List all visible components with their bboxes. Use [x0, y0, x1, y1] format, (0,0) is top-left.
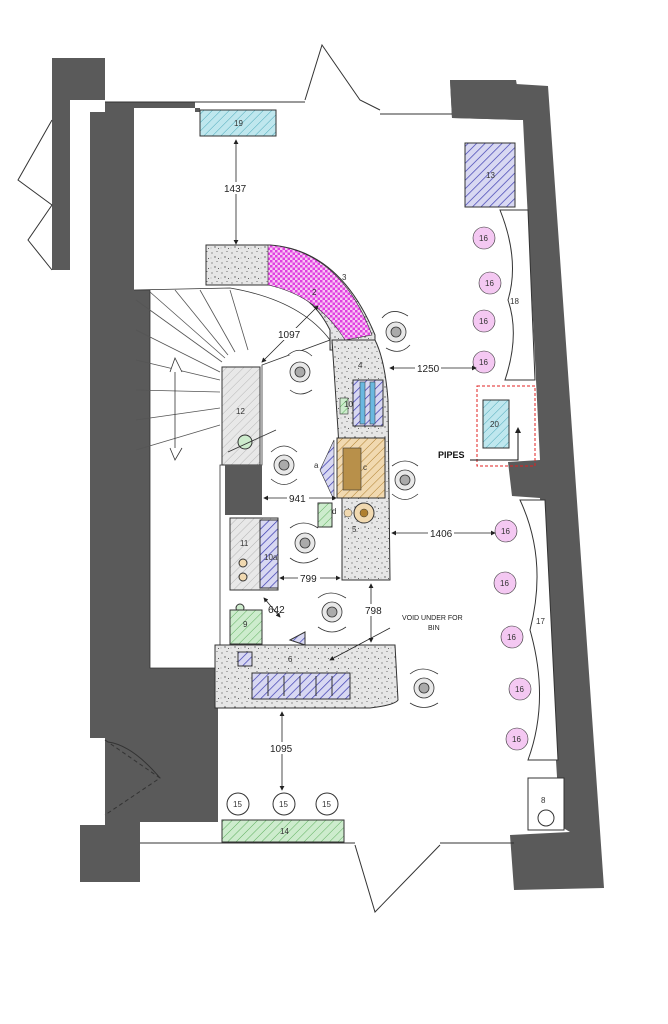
stool-label-d: 16	[479, 358, 488, 367]
label-10a: 10a	[264, 553, 278, 562]
table-group-6	[317, 592, 347, 633]
label-3: 3	[342, 273, 347, 282]
label-9: 9	[243, 620, 248, 629]
item-4-display	[352, 379, 384, 427]
item-12	[221, 366, 261, 466]
label-10b: 10	[344, 400, 353, 409]
stool-label-i: 16	[512, 735, 521, 744]
void-note-line2: BIN	[428, 625, 440, 632]
stool-16-d	[472, 350, 496, 374]
stool-16-a	[472, 226, 496, 250]
counter-6: 6	[214, 631, 399, 709]
item-8: 8	[527, 777, 565, 831]
dim-642: 642	[268, 605, 285, 616]
label-17: 17	[536, 617, 545, 626]
label-15a: 15	[233, 800, 242, 809]
back-counter: 11 10a 9	[229, 517, 279, 645]
label-20: 20	[490, 420, 499, 429]
label-d: d	[332, 507, 336, 516]
stool-label-c: 16	[479, 317, 488, 326]
label-2: 2	[312, 288, 317, 297]
label-4: 4	[358, 361, 363, 370]
table-group-4	[391, 460, 419, 500]
right-wall-top	[450, 80, 523, 120]
dim-798: 798	[365, 606, 382, 617]
label-13: 13	[486, 171, 495, 180]
label-18: 18	[510, 297, 519, 306]
lower-left-arc	[107, 741, 161, 779]
stools-15	[226, 792, 339, 816]
label-11: 11	[240, 539, 249, 548]
dim-1097: 1097	[278, 330, 301, 341]
stool-label-b: 16	[485, 279, 494, 288]
table-group-7	[409, 668, 439, 708]
stool-16-b	[478, 271, 502, 295]
dim-1437: 1437	[224, 184, 247, 195]
stool-16-f	[493, 571, 517, 595]
stool-label-g: 16	[507, 633, 516, 642]
stool-label-e: 16	[501, 527, 510, 536]
table-group-5	[289, 522, 319, 564]
dim-1406: 1406	[430, 529, 453, 540]
left-door-upper	[17, 119, 53, 206]
item-19	[199, 109, 277, 137]
stool-16-i	[505, 727, 529, 751]
top-door	[304, 43, 381, 111]
table-group-3	[270, 445, 298, 485]
coffee-machine: c a d	[314, 437, 386, 528]
stool-label-f: 16	[500, 579, 509, 588]
label-c: c	[363, 463, 367, 472]
item-14	[221, 819, 345, 843]
bottom-door	[354, 844, 441, 913]
item-13	[464, 142, 516, 208]
pipes-zone	[476, 385, 536, 467]
label-8: 8	[541, 796, 546, 805]
label-a: a	[314, 461, 319, 470]
pipes-label: PIPES	[438, 450, 465, 460]
stool-label-a: 16	[479, 234, 488, 243]
stool-16-c	[472, 309, 496, 333]
bench-17	[519, 499, 559, 761]
dimension-labels: 1437 1097 1250 941 1406 799 642 798 1095	[222, 182, 454, 755]
label-15c: 15	[322, 800, 331, 809]
left-door-lower	[27, 204, 53, 271]
label-15b: 15	[279, 800, 288, 809]
stool-16-g	[500, 625, 524, 649]
label-5: 5	[352, 525, 357, 534]
table-group-2	[381, 311, 411, 352]
void-note-line1: VOID UNDER FOR	[402, 615, 463, 622]
label-19: 19	[234, 119, 243, 128]
dim-799: 799	[300, 574, 317, 585]
stools-16	[472, 226, 532, 751]
stool-16-h	[508, 677, 532, 701]
stool-label-h: 16	[515, 685, 524, 694]
dim-941: 941	[289, 494, 306, 505]
bench-18	[499, 209, 536, 381]
label-6: 6	[288, 655, 293, 664]
dim-1250: 1250	[417, 364, 440, 375]
item-20	[482, 399, 510, 449]
right-wall	[450, 80, 604, 890]
label-14: 14	[280, 827, 289, 836]
table-group-1	[287, 349, 313, 395]
stool-labels: 16 16 16 16 16 16 16 16 16	[479, 234, 524, 744]
floor-outline	[105, 101, 514, 844]
tables	[270, 311, 439, 708]
walls	[52, 58, 604, 890]
stairs	[133, 287, 331, 669]
doors	[17, 43, 441, 913]
left-wall	[52, 58, 218, 882]
label-12: 12	[236, 407, 245, 416]
dim-1095: 1095	[270, 744, 293, 755]
